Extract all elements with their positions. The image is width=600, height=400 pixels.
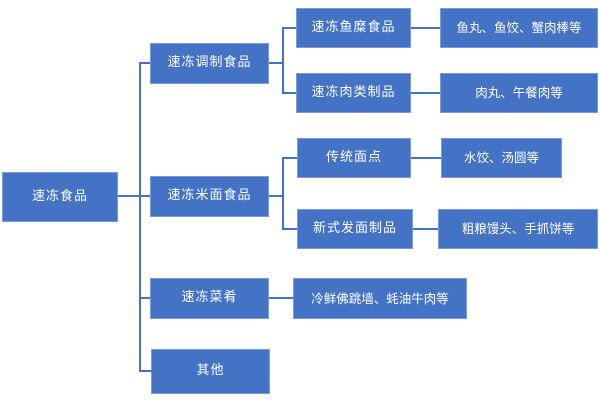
node-branch-rice-flour-food: 速冻米面食品	[150, 176, 269, 217]
node-sub-surimi-food: 速冻鱼糜食品	[296, 8, 411, 48]
node-sub-new-leavened-products: 新式发面制品	[297, 209, 413, 249]
connector-trunk-to-others	[139, 370, 152, 372]
node-examples-surimi: 鱼丸、鱼饺、蟹肉棒等	[440, 8, 598, 48]
node-examples-meat: 肉丸、午餐肉等	[440, 73, 598, 113]
connector-surimi-to-examples	[411, 27, 440, 29]
connector-subtrunk-to-meat	[282, 92, 296, 94]
node-examples-traditional-pastry: 水饺、汤圆等	[441, 138, 562, 178]
node-examples-frozen-dishes: 冷鲜佛跳墙、蚝油牛肉等	[293, 278, 467, 319]
connector-leavened-to-examples	[413, 228, 438, 230]
connector-subtrunk-to-surimi	[282, 27, 296, 29]
node-sub-meat-products: 速冻肉类制品	[296, 73, 411, 113]
node-sub-traditional-pastry: 传统面点	[297, 138, 411, 178]
node-branch-others: 其他	[151, 349, 270, 394]
connector-subtrunk-to-pastry	[282, 157, 297, 159]
connector-prepared-subtrunk	[282, 27, 284, 94]
connector-dishes-to-examples	[269, 297, 293, 299]
connector-trunk-to-dishes	[139, 297, 150, 299]
connector-meat-to-examples	[411, 92, 440, 94]
connector-root-to-trunk	[118, 195, 150, 197]
connector-trunk-to-prepared	[139, 62, 150, 64]
connector-riceflour-subtrunk	[282, 157, 284, 230]
node-examples-new-leavened: 粗粮馒头、手抓饼等	[438, 209, 598, 249]
connector-pastry-to-examples	[411, 157, 441, 159]
node-branch-frozen-dishes: 速冻菜肴	[150, 278, 269, 319]
connector-riceflour-to-subtrunk	[269, 195, 284, 197]
node-branch-prepared-food: 速冻调制食品	[150, 43, 269, 84]
connector-prepared-to-subtrunk	[269, 62, 284, 64]
connector-subtrunk-to-leavened	[282, 228, 297, 230]
node-root-frozen-food: 速冻食品	[2, 172, 118, 222]
connector-main-trunk	[139, 62, 141, 372]
